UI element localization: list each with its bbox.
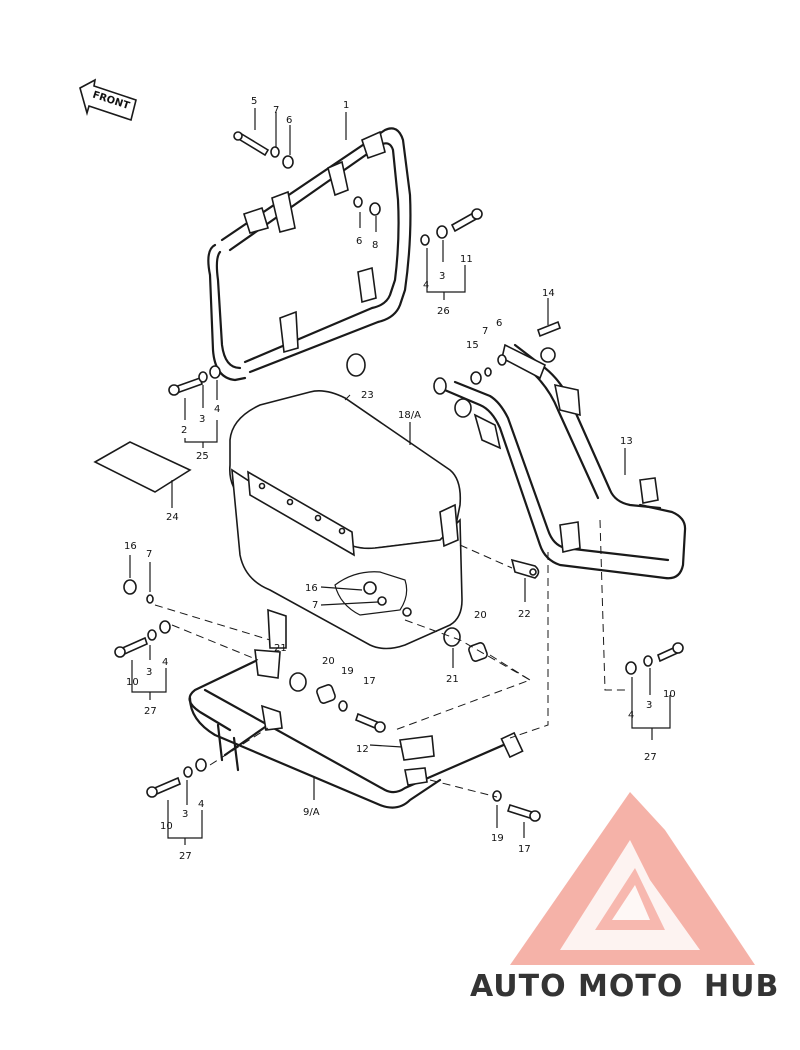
lower-frame-part-9A	[188, 608, 524, 809]
callout-27: 27	[179, 851, 192, 862]
callout-3: 3	[182, 809, 188, 820]
callout-20: 20	[474, 610, 487, 621]
logo-text-hub: HUB	[704, 969, 779, 1004]
callout-4: 4	[214, 404, 220, 415]
callout-10: 10	[126, 677, 139, 688]
front-arrow: FRONT	[79, 78, 137, 122]
callout-25: 25	[196, 451, 209, 462]
callout-4: 4	[198, 799, 204, 810]
callout-6: 6	[356, 236, 362, 247]
callout-3: 3	[199, 414, 205, 425]
callout-13: 13	[620, 436, 633, 447]
right-frame-part-13	[433, 320, 687, 580]
callout-10: 10	[663, 689, 676, 700]
callout-12: 12	[356, 744, 369, 755]
bracket-part-22	[510, 558, 540, 579]
upper-frame-part-1	[207, 127, 412, 382]
logo-text-moto: MOTO	[578, 969, 683, 1004]
saddlebag-box-part-18A	[228, 390, 463, 650]
callout-3: 3	[439, 271, 445, 282]
callout-7: 7	[312, 600, 318, 611]
decal-sheet-part-24	[93, 441, 192, 493]
logo-text-auto: AUTO	[470, 969, 567, 1004]
callout-labels: 1 5 7 6 6 8 11 3 4 26 14 15 7 6 23 18/A …	[124, 96, 676, 862]
callout-21: 21	[446, 674, 459, 685]
callout-19: 19	[341, 666, 354, 677]
fasteners-lower	[114, 579, 684, 822]
leader-lines	[129, 108, 671, 845]
assembly-lines	[154, 394, 628, 798]
callout-24: 24	[166, 512, 179, 523]
callout-11: 11	[460, 254, 473, 265]
callout-19: 19	[491, 833, 504, 844]
callout-5: 5	[251, 96, 257, 107]
callout-10: 10	[160, 821, 173, 832]
callout-7: 7	[482, 326, 488, 337]
callout-21: 21	[274, 643, 287, 654]
callout-27: 27	[144, 706, 157, 717]
callout-7: 7	[273, 105, 279, 116]
callout-23: 23	[361, 390, 374, 401]
automotohub-logo: AUTO MOTO HUB	[470, 792, 779, 1004]
fasteners-top	[233, 131, 483, 246]
callout-17: 17	[518, 844, 531, 855]
fasteners-left	[168, 365, 221, 396]
callout-4: 4	[423, 280, 429, 291]
callout-20: 20	[322, 656, 335, 667]
callout-17: 17	[363, 676, 376, 687]
callout-7: 7	[146, 549, 152, 560]
callout-1: 1	[343, 100, 349, 111]
callout-26: 26	[437, 306, 450, 317]
callout-14: 14	[542, 288, 555, 299]
callout-6: 6	[286, 115, 292, 126]
callout-16: 16	[305, 583, 318, 594]
callout-4: 4	[162, 657, 168, 668]
callout-3: 3	[646, 700, 652, 711]
callout-2: 2	[181, 425, 187, 436]
callout-4: 4	[628, 710, 634, 721]
grommet-part-23	[346, 353, 366, 377]
callout-18A: 18/A	[398, 410, 421, 421]
callout-27: 27	[644, 752, 657, 763]
callout-3: 3	[146, 667, 152, 678]
callout-22: 22	[518, 609, 531, 620]
callout-6: 6	[496, 318, 502, 329]
callout-8: 8	[372, 240, 378, 251]
callout-16: 16	[124, 541, 137, 552]
callout-9A: 9/A	[303, 807, 320, 818]
callout-15: 15	[466, 340, 479, 351]
